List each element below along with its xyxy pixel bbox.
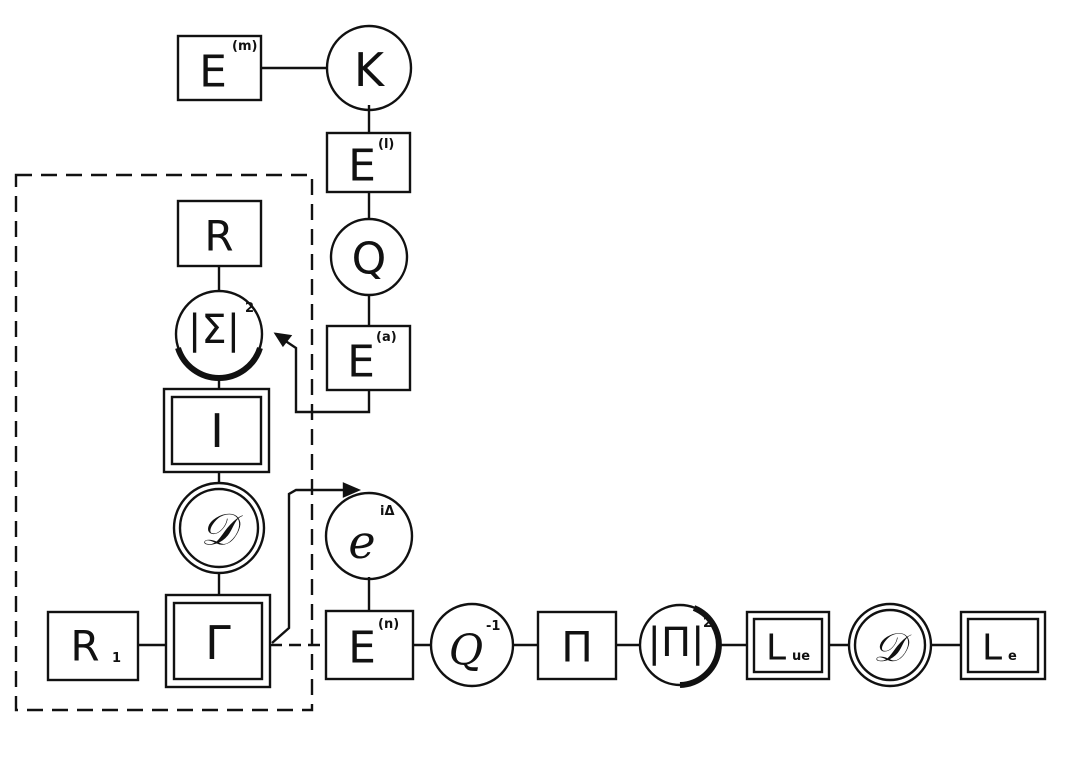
label-pi-sq: |Π|	[647, 620, 704, 666]
label-e-l: E	[348, 141, 376, 192]
node-i-inner	[170, 395, 263, 466]
sup-e-a: (a)	[376, 330, 397, 345]
label-i: I	[210, 404, 224, 458]
label-r1: R	[70, 622, 99, 671]
sup-e-exp: iΔ	[380, 504, 395, 519]
label-k: K	[354, 43, 386, 97]
node-labels: E (m) K E (l) Q E (a) R |Σ| 2 I 𝒟 Γ R 1 …	[70, 39, 1017, 675]
node-d2-outer	[847, 602, 933, 688]
label-e-m: E	[199, 47, 227, 98]
node-q	[329, 217, 409, 297]
node-l-e-inner	[966, 617, 1040, 674]
label-l-e: L	[982, 628, 1002, 669]
node-e-n	[324, 609, 415, 681]
label-l-ue: L	[766, 628, 786, 669]
node-e-exp	[324, 491, 414, 581]
node-q-inv	[429, 602, 515, 688]
sup-e-m: (m)	[232, 39, 257, 54]
node-k	[325, 24, 413, 112]
label-e-n: E	[348, 623, 376, 674]
sup-sigma-sq: 2	[245, 301, 254, 316]
sigma-thick-arc	[175, 347, 263, 382]
node-e-l	[325, 131, 412, 194]
sup-e-n: (n)	[378, 617, 399, 632]
pi-thick-arc	[679, 605, 722, 688]
sub-l-ue: ue	[792, 649, 810, 664]
arrowhead-to-sigma	[273, 332, 293, 348]
node-l-e-outer	[959, 610, 1047, 681]
arrowhead-to-exp	[342, 482, 362, 498]
sub-l-e: e	[1008, 649, 1017, 664]
node-d2-inner	[853, 608, 927, 682]
node-i-outer	[162, 387, 271, 474]
label-pi: Π	[561, 623, 593, 672]
node-gamma-outer	[164, 593, 272, 689]
node-l-ue-outer	[745, 610, 831, 681]
node-r1	[46, 610, 140, 682]
node-r	[176, 199, 263, 268]
node-d1-outer	[172, 481, 266, 575]
label-d2: 𝒟	[873, 625, 912, 671]
node-pi	[536, 610, 618, 681]
sup-pi-sq: 2	[703, 616, 712, 631]
label-q-inv: Q	[449, 626, 483, 675]
node-d1-inner	[178, 487, 260, 569]
label-e-exp: e	[348, 515, 375, 569]
dashed-boundary	[14, 173, 314, 712]
node-gamma-inner	[172, 601, 264, 681]
label-gamma: Γ	[205, 616, 231, 670]
label-q: Q	[352, 234, 387, 285]
sup-q-inv: -1	[486, 619, 500, 634]
label-d1: 𝒟	[200, 505, 243, 556]
node-e-m	[176, 34, 263, 102]
node-e-a	[325, 324, 412, 392]
label-r: R	[204, 212, 233, 261]
sup-e-l: (l)	[378, 137, 394, 152]
label-sigma-sq: |Σ|	[188, 307, 240, 353]
sub-r1: 1	[112, 651, 121, 666]
connection-lines	[138, 66, 961, 647]
node-l-ue-inner	[752, 617, 824, 674]
label-e-a: E	[347, 337, 375, 388]
